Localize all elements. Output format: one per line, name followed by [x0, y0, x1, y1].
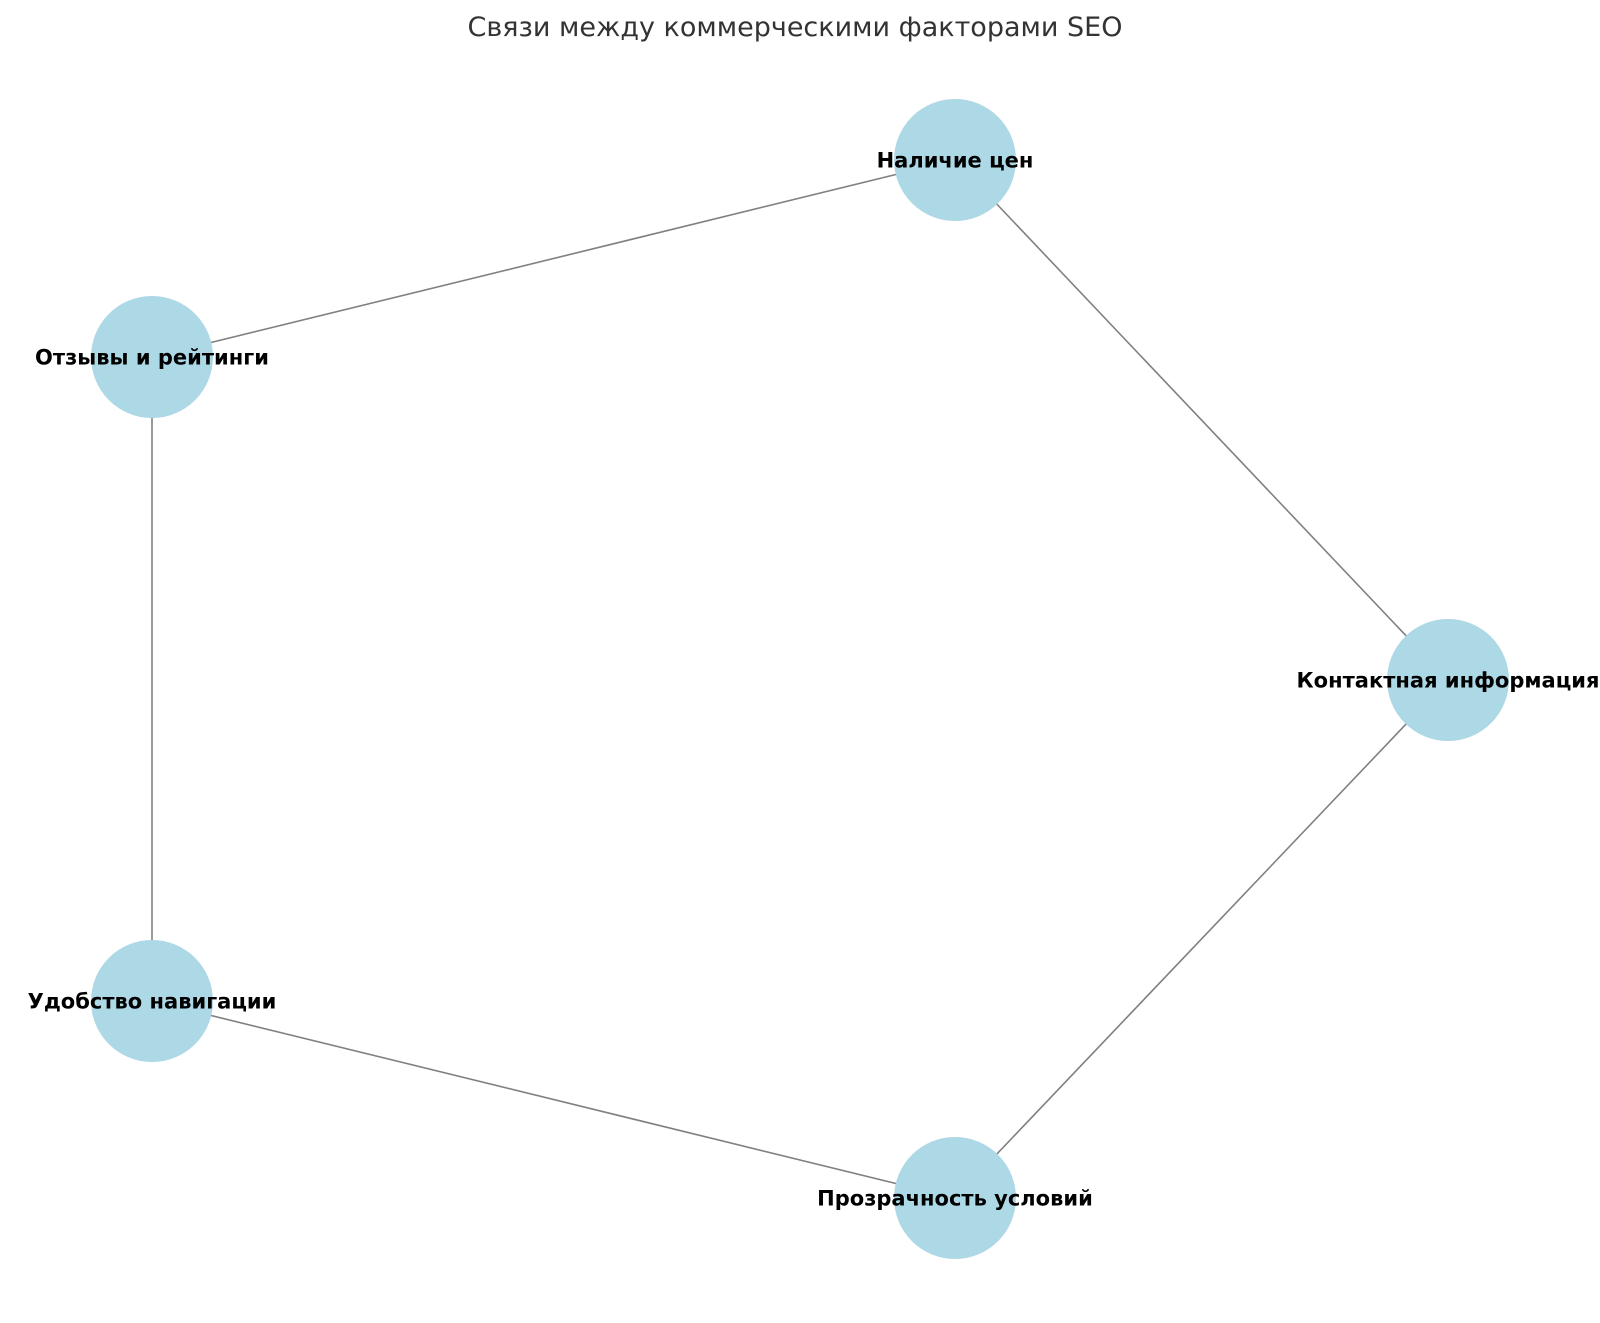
node-label-prices: Наличие цен: [877, 148, 1034, 172]
node-label-transparency: Прозрачность условий: [817, 1186, 1093, 1210]
node-label-navigation: Удобство навигации: [28, 989, 277, 1013]
diagram-title: Связи между коммерческими факторами SEO: [467, 12, 1123, 43]
node-circle-navigation: [91, 940, 213, 1062]
node-circle-contact: [1387, 619, 1509, 741]
node-circle-transparency: [894, 1137, 1016, 1259]
node-label-contact: Контактная информация: [1297, 668, 1600, 692]
edge-prices-contact: [954, 159, 1449, 681]
edge-navigation-transparency: [151, 1000, 956, 1199]
edge-prices-reviews: [151, 159, 956, 358]
edge-transparency-contact: [954, 679, 1449, 1199]
node-circle-reviews: [91, 296, 213, 418]
node-label-reviews: Отзывы и рейтинги: [35, 345, 269, 369]
node-circle-prices: [894, 99, 1016, 221]
